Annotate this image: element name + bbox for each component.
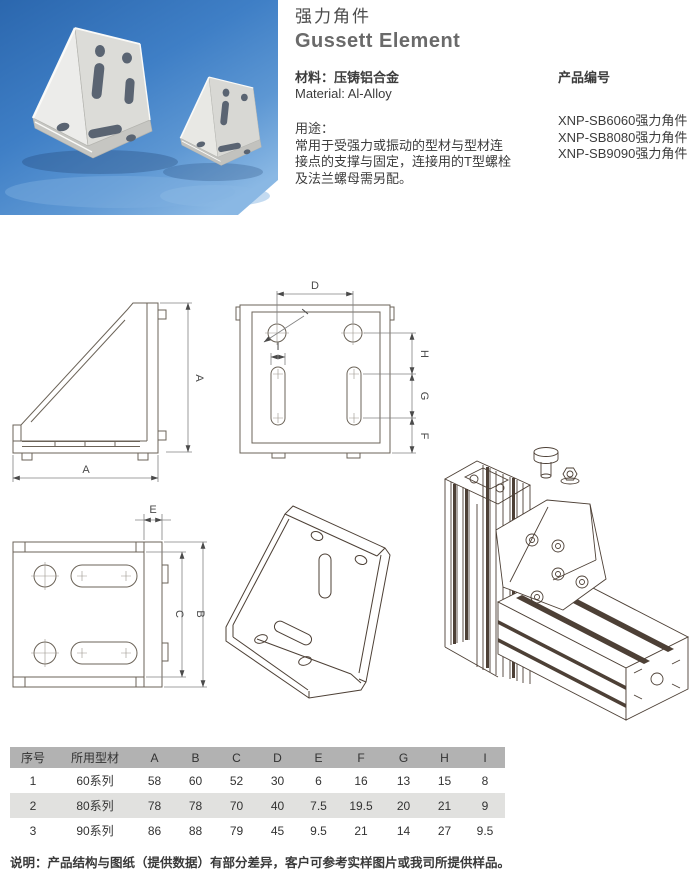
col-header: E: [298, 747, 339, 768]
col-header: F: [339, 747, 383, 768]
front-view-centerlines: [265, 321, 365, 423]
part-number-item: XNP-SB8080强力角件: [558, 129, 688, 145]
t-bolt: [533, 447, 559, 479]
table-cell: 9.5: [476, 823, 494, 838]
table-cell: 21: [424, 793, 465, 818]
table-row: 1 60系列 58 60 52 30 6 16 13 15 8: [10, 768, 505, 793]
side-view-dimensions: A A: [12, 302, 205, 482]
table-cell: 6: [315, 773, 322, 788]
table-cell: 15: [437, 773, 452, 788]
bottom-view-centerlines: [31, 562, 131, 667]
usage-label: 用途：: [295, 121, 335, 136]
part-number-item: XNP-SB9090强力角件: [558, 146, 688, 161]
table-cell: 86: [147, 823, 162, 838]
isometric-view-drawing: [225, 505, 391, 699]
table-cell: 3: [29, 823, 37, 838]
dim-label-a-horizontal: A: [82, 464, 90, 476]
table-cell: 70: [216, 793, 257, 818]
page-title-zh: 强力角件: [295, 7, 371, 26]
col-header: B: [175, 747, 216, 768]
table-cell: 90系列: [76, 824, 114, 838]
part-number-item: XNP-SB6060强力角件: [558, 113, 688, 128]
bottom-view-drawing: E C B: [12, 504, 207, 688]
col-header: G: [383, 747, 424, 768]
usage-line: 接点的支撑与固定，连接用的T型螺栓: [295, 154, 511, 169]
table-cell: 78: [134, 793, 175, 818]
table-cell: 2: [10, 793, 56, 818]
front-view-dimensions: D I I H G F: [263, 280, 430, 454]
part-number-list: XNP-SB6060强力角件 XNP-SB8080强力角件 XNP-SB9090…: [558, 113, 687, 163]
usage-block: 用途： 常用于受强力或振动的型材与型材连 接点的支撑与固定，连接用的T型螺栓 及…: [295, 121, 511, 187]
table-cell: 60系列: [76, 774, 114, 788]
dim-label-h: H: [418, 350, 430, 358]
table-cell: 9: [465, 793, 505, 818]
table-cell: 9.5: [310, 823, 327, 838]
table-cell: 19.5: [339, 793, 383, 818]
table-cell: 60: [188, 773, 203, 788]
corner-bracket: [495, 499, 607, 611]
material-block: 材料：压铸铝合金 Material: Al-Alloy: [295, 67, 399, 103]
assembly-illustration: [444, 447, 689, 721]
usage-line: 及法兰螺母需另配。: [295, 170, 413, 186]
spec-table: 序号 所用型材 A B C D E F G H I 1 60系列 58 60 5…: [10, 747, 505, 843]
col-header: H: [424, 747, 465, 768]
gusset-bracket-large: [31, 26, 153, 159]
table-cell: 14: [396, 823, 411, 838]
table-cell: 58: [147, 773, 162, 788]
col-header: I: [465, 747, 505, 768]
material-label-zh: 材料：压铸铝合金: [295, 70, 400, 85]
dim-label-a-vertical: A: [193, 374, 205, 382]
dim-label-b: B: [194, 610, 206, 617]
front-view-drawing: D I I H G F: [235, 280, 430, 459]
table-cell: 80系列: [56, 793, 134, 818]
table-row: 2 80系列 78 78 70 40 7.5 19.5 20 21 9: [10, 793, 505, 818]
dim-label-f: F: [418, 433, 430, 440]
table-cell: 27: [437, 823, 452, 838]
table-cell: 1: [29, 773, 37, 788]
dim-label-g: G: [418, 392, 430, 401]
bottom-view-outline: [12, 541, 169, 688]
table-header-row: 序号 所用型材 A B C D E F G H I: [10, 747, 505, 768]
dim-label-d: D: [311, 280, 319, 292]
table-cell: 7.5: [298, 793, 339, 818]
table-cell: 52: [229, 773, 244, 788]
isometric-outline: [225, 505, 391, 699]
table-cell: 13: [396, 773, 411, 788]
col-header: C: [216, 747, 257, 768]
side-view-drawing: A A: [12, 302, 205, 482]
vertical-profile: [444, 460, 531, 684]
usage-line: 常用于受强力或振动的型材与型材连: [295, 137, 504, 153]
footnote: 说明：产品结构与图纸（提供数据）有部分差异，客户可参考实样图片或我司所提供样品。: [10, 856, 511, 870]
side-view-outline: [12, 302, 167, 461]
product-photo: [0, 0, 278, 215]
page-title-block: 强力角件 Gussett Element: [295, 2, 460, 53]
table-cell: 8: [481, 773, 489, 788]
bracket-bolts: [525, 533, 589, 604]
table-cell: 79: [229, 823, 244, 838]
table-cell: 20: [383, 793, 424, 818]
dim-label-i-slot: I: [276, 341, 279, 353]
dim-label-i-leader: I: [300, 307, 311, 317]
table-cell: 78: [175, 793, 216, 818]
col-header: 序号: [10, 747, 56, 768]
table-cell: 40: [257, 793, 298, 818]
flange-nut: [560, 467, 580, 485]
front-view-outline: [235, 304, 395, 459]
table-cell: 16: [354, 773, 368, 788]
dim-label-c: C: [173, 610, 185, 618]
gusset-bracket-small: [179, 76, 262, 166]
table-row: 3 90系列 86 88 79 45 9.5 21 14 27 9.5: [10, 818, 505, 843]
col-header: 所用型材: [56, 747, 134, 768]
page-title-en: Gussett Element: [295, 30, 461, 52]
col-header: A: [134, 747, 175, 768]
table-cell: 30: [270, 773, 285, 788]
table-cell: 21: [354, 823, 368, 838]
col-header: D: [257, 747, 298, 768]
part-number-heading: 产品编号: [558, 70, 611, 85]
table-cell: 88: [188, 823, 203, 838]
bottom-view-dimensions: E C B: [135, 504, 207, 688]
material-label-en: Material: Al-Alloy: [295, 86, 392, 101]
table-cell: 45: [270, 823, 285, 838]
dim-label-e: E: [149, 504, 156, 516]
